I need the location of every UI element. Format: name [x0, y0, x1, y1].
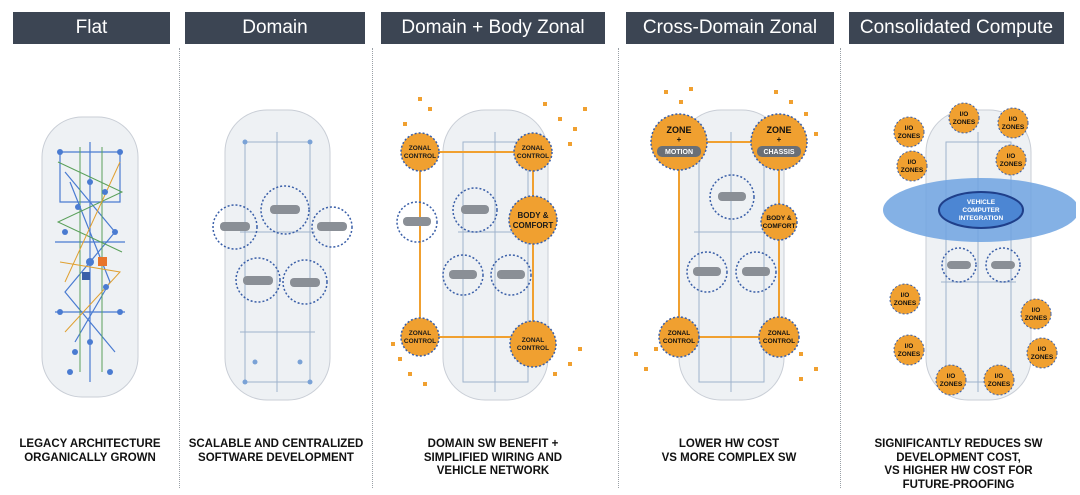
zonal-label: CONTROL [663, 338, 695, 345]
io-label: ZONES [940, 381, 963, 388]
io-label: I/O [905, 125, 914, 132]
column-divider [618, 48, 619, 488]
io-label: I/O [960, 111, 969, 118]
io-label: I/O [908, 159, 917, 166]
vcc-label: COMPUTER [962, 207, 1000, 214]
zonal-control-front-left: ZONAL CONTROL [400, 132, 440, 172]
io-label: ZONES [1031, 354, 1054, 361]
io-label: ZONES [898, 351, 921, 358]
zonal-label: CONTROL [404, 153, 436, 160]
header-domain-body-zonal: Domain + Body Zonal [381, 12, 605, 44]
domain-clusters [212, 185, 353, 305]
zonal-label: CONTROL [517, 345, 549, 352]
io-label: ZONES [894, 300, 917, 307]
io-label: I/O [995, 373, 1004, 380]
column-cross-domain-zonal: Cross-Domain Zonal ZONE + MOTION ZONE + [619, 0, 840, 495]
vehicle-computer-integration: VEHICLE COMPUTER INTEGRATION [883, 178, 1076, 242]
caption-flat: LEGACY ARCHITECTURE ORGANICALLY GROWN [19, 438, 161, 464]
zonal-control-rear-left: ZONAL CONTROL [658, 316, 700, 358]
io-squares [391, 97, 587, 386]
column-divider [179, 48, 180, 488]
io-label: I/O [1007, 153, 1016, 160]
zonal-label: ZONAL [409, 145, 431, 152]
header-consolidated-compute: Consolidated Compute [849, 12, 1064, 44]
io-label: ZONES [898, 133, 921, 140]
vcc-label: INTEGRATION [959, 215, 1004, 222]
car-diagram-domain-body-zonal: ZONAL CONTROL ZONAL CONTROL BODY & COMFO… [391, 97, 587, 401]
caption-domain: SCALABLE AND CENTRALIZED SOFTWARE DEVELO… [188, 438, 364, 464]
body-comfort-label: COMFORT [763, 223, 796, 230]
io-label: ZONES [953, 119, 976, 126]
zone-chassis-node: ZONE + CHASSIS [750, 113, 808, 171]
zonal-control-rear-left: ZONAL CONTROL [400, 317, 440, 357]
zone-label: ZONE [766, 125, 791, 135]
header-flat: Flat [13, 12, 170, 44]
io-label: I/O [901, 292, 910, 299]
chassis-label: CHASSIS [763, 149, 794, 156]
zonal-label: ZONAL [409, 330, 431, 337]
column-divider [372, 48, 373, 488]
zonal-label: CONTROL [404, 338, 436, 345]
io-label: ZONES [1000, 161, 1023, 168]
ecu-nodes [57, 149, 123, 375]
header-domain: Domain [185, 12, 365, 44]
zonal-control-rear-right: ZONAL CONTROL [758, 316, 800, 358]
caption-consolidated-compute: SIGNIFICANTLY REDUCES SW DEVELOPMENT COS… [874, 438, 1043, 491]
column-domain-body-zonal: Domain + Body Zonal ZONAL CONTROL ZONAL … [373, 0, 618, 495]
car-diagram-domain [212, 109, 353, 401]
plus-label: + [677, 135, 682, 144]
body-comfort-label: BODY & [766, 215, 791, 222]
caption-cross-domain-zonal: LOWER HW COST VS MORE COMPLEX SW [661, 438, 797, 464]
io-label: I/O [1009, 116, 1018, 123]
io-label: ZONES [901, 167, 924, 174]
body-comfort-node: BODY & COMFORT [508, 195, 558, 245]
io-label: I/O [905, 343, 914, 350]
body-comfort-label: COMFORT [513, 221, 554, 230]
zonal-label: ZONAL [668, 330, 690, 337]
io-label: ZONES [1002, 124, 1025, 131]
zonal-control-rear-right: ZONAL CONTROL [509, 320, 557, 368]
column-divider [840, 48, 841, 488]
car-diagram-flat [41, 116, 139, 398]
io-label: ZONES [1025, 315, 1048, 322]
plus-label: + [777, 135, 782, 144]
vcc-label: VEHICLE [967, 199, 996, 206]
io-label: I/O [1038, 346, 1047, 353]
body-comfort-label: BODY & [518, 211, 549, 220]
io-label: ZONES [988, 381, 1011, 388]
column-flat: Flat LEGACY ARCHITECTURE [0, 0, 180, 495]
car-diagram-cross-domain-zonal: ZONE + MOTION ZONE + CHASSIS BODY & COMF… [634, 87, 818, 401]
caption-domain-body-zonal: DOMAIN SW BENEFIT + SIMPLIFIED WIRING AN… [423, 438, 563, 477]
zonal-label: CONTROL [763, 338, 795, 345]
zonal-control-front-right: ZONAL CONTROL [513, 132, 553, 172]
zonal-label: ZONAL [768, 330, 790, 337]
header-cross-domain-zonal: Cross-Domain Zonal [626, 12, 834, 44]
io-label: I/O [1032, 307, 1041, 314]
motion-label: MOTION [665, 149, 693, 156]
zonal-label: ZONAL [522, 337, 544, 344]
io-label: I/O [947, 373, 956, 380]
zonal-label: ZONAL [522, 145, 544, 152]
column-domain: Domain SCALABLE AND CENTRALIZED SOFTWARE… [180, 0, 372, 495]
zone-motion-node: ZONE + MOTION [650, 113, 708, 171]
zonal-label: CONTROL [517, 153, 549, 160]
column-consolidated-compute: Consolidated Compute VEHICLE COMPUTER IN… [841, 0, 1080, 495]
body-comfort-node: BODY & COMFORT [760, 203, 798, 241]
zone-label: ZONE [666, 125, 691, 135]
